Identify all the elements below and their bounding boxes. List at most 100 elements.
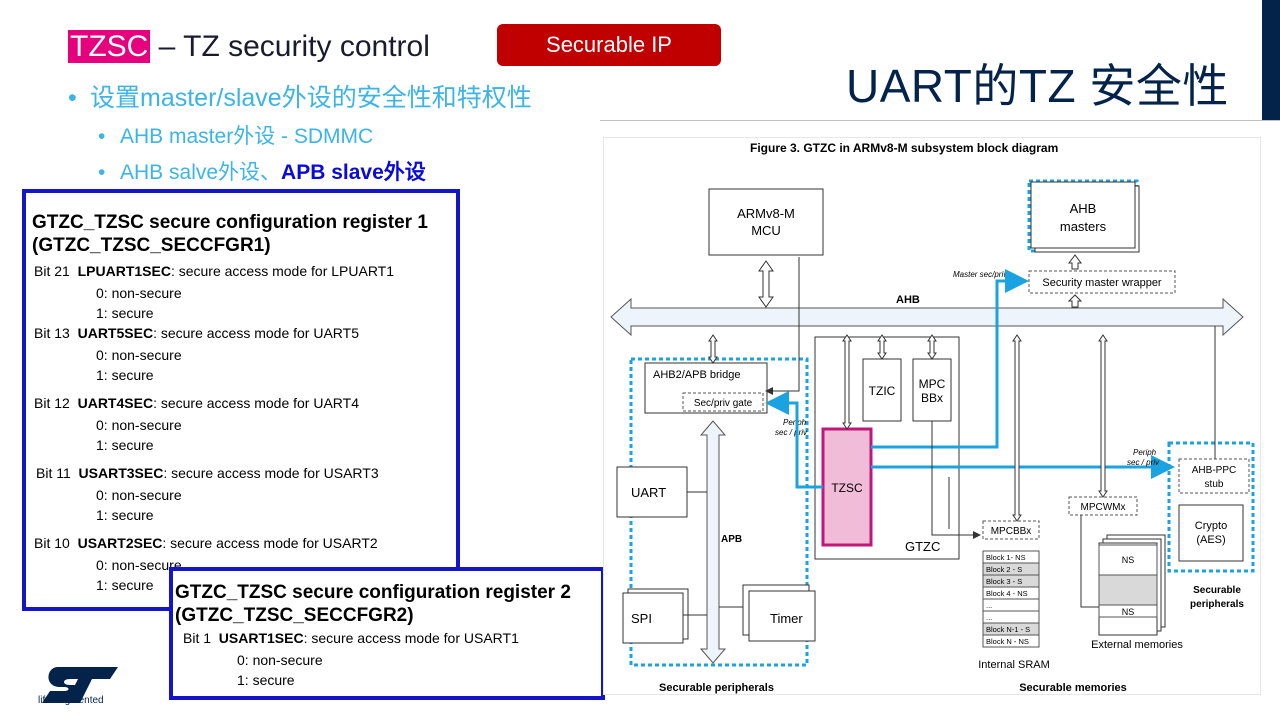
ahb-masters-label-2: masters: [1060, 219, 1107, 234]
mpcbb-box: [912, 358, 952, 422]
securable-peripherals-right-region: [1167, 441, 1255, 573]
wrapper-ahb-arrow: [1067, 294, 1083, 308]
register-1-value-1: 1: secure: [96, 437, 154, 453]
security-master-wrapper-label: Security master wrapper: [1042, 277, 1162, 289]
register-1-box: GTZC_TZSC secure configuration register …: [22, 189, 460, 611]
ahb-masters-label-1: AHB: [1070, 201, 1097, 216]
external-memories-label: External memories: [1091, 639, 1183, 651]
mpcbb-sram-link: [931, 421, 981, 539]
master-sec-priv-label: Master sec/priv: [953, 270, 1008, 279]
securable-peripherals-bottom-label: Securable peripherals: [659, 682, 774, 694]
mpcbbx-box: [982, 520, 1040, 540]
sram-block: [982, 634, 1040, 648]
sec-priv-gate-box: [682, 392, 764, 412]
uart-box: [616, 466, 688, 518]
tzic-label: TZIC: [869, 384, 896, 398]
register-2-box: GTZC_TZSC secure configuration register …: [169, 567, 605, 700]
internal-sram-blocks: Block 1- NS Block 2 - S Block 3 - S Block 4…: [982, 550, 1040, 648]
st-logo-icon: [42, 667, 118, 703]
sram-block-label: Block 3 - S: [986, 577, 1022, 586]
securable-peripherals-right-1: Securable: [1193, 585, 1241, 596]
register-2-title: GTZC_TZSC secure configuration register …: [175, 582, 571, 626]
register-1-value-1: 1: secure: [96, 577, 154, 593]
tzsc-bus-arrow: [842, 334, 852, 430]
mpcwm-bus-arrow: [1098, 334, 1108, 498]
tzsc-wrapper-arrow: [871, 269, 1029, 449]
register-2-bit-line: Bit 1 USART1SEC: secure access mode for …: [183, 630, 519, 646]
register-1-value-0: 0: non-secure: [96, 487, 182, 503]
register-1-bit-line: Bit 10 USART2SEC: secure access mode for…: [34, 535, 378, 551]
mcu-label-1: ARMv8-M: [737, 206, 795, 221]
register-1-bit-line: Bit 13 UART5SEC: secure access mode for …: [34, 325, 359, 341]
register-1-title: GTZC_TZSC secure configuration register …: [32, 212, 428, 256]
apb-bus: [699, 420, 727, 664]
masters-wrapper-arrow: [1068, 254, 1082, 270]
mpcbb-label-2: BBx: [921, 391, 943, 405]
sram-bus-arrow: [1012, 334, 1022, 522]
mpcwm-mem-link: [1080, 515, 1099, 608]
ext-mem-s: [1098, 574, 1158, 606]
ext-mem-ns-1: [1098, 544, 1158, 576]
ext-mem-ns-2-label: NS: [1122, 607, 1135, 617]
spi-box: [622, 592, 684, 644]
register-1-value-0: 0: non-secure: [96, 285, 182, 301]
register-1-bit-line: Bit 11 USART3SEC: secure access mode for…: [36, 465, 379, 481]
bridge-label: AHB2/APB bridge: [653, 369, 740, 381]
uart-label: UART: [631, 485, 666, 500]
securable-memories-label: Securable memories: [1019, 682, 1127, 694]
tzic-bus-arrow: [877, 334, 887, 360]
ahb-ppc-box: [1178, 458, 1250, 494]
bridge-bus-arrow: [708, 334, 718, 364]
internal-sram-label: Internal SRAM: [978, 659, 1050, 671]
ahb-bus: [610, 297, 1244, 337]
sram-block-label: Block N-1 - S: [986, 625, 1030, 634]
apb-label: APB: [721, 534, 742, 545]
register-2-value-0: 0: non-secure: [237, 652, 323, 668]
register-1-bit-line: Bit 12 UART4SEC: secure access mode for …: [34, 395, 359, 411]
securable-peripherals-right-2: peripherals: [1190, 599, 1244, 610]
tzsc-tag: TZSC: [68, 30, 151, 63]
periph-sec-priv-left-2: sec / priv: [775, 428, 808, 437]
spi-label: SPI: [631, 611, 652, 626]
timer-box: [748, 590, 816, 642]
sram-block-label: Block 4 - NS: [986, 589, 1028, 598]
crypto-box: [1178, 504, 1244, 562]
sec-priv-gate-label: Sec/priv gate: [694, 398, 753, 409]
periph-sec-priv-left-1: Periph: [783, 418, 807, 427]
mpcbb-label-1: MPC: [919, 377, 946, 391]
bullet-main: •设置master/slave外设的安全性和特权性: [68, 84, 532, 112]
register-1-value-1: 1: secure: [96, 507, 154, 523]
ext-mem-ns-2: [1098, 604, 1158, 618]
register-1-value-0: 0: non-secure: [96, 557, 182, 573]
ahb-ppc-label-2: stub: [1205, 479, 1224, 490]
logo-tagline: life.augmented: [38, 695, 104, 706]
crypto-label-2: (AES): [1196, 534, 1225, 546]
mcu-box: [708, 188, 824, 256]
ext-mem-ns-1-label: NS: [1122, 555, 1135, 565]
securable-ip-badge: Securable IP: [497, 24, 721, 66]
mpcbbx-label: MPCBBx: [991, 526, 1032, 537]
gtzc-block-diagram: Figure 3. GTZC in ARMv8-M subsystem bloc…: [603, 137, 1261, 695]
sram-block-label: Block 1- NS: [986, 553, 1026, 562]
register-1-value-0: 0: non-secure: [96, 347, 182, 363]
securable-peripherals-left-region: [629, 357, 809, 667]
security-master-wrapper-box: [1028, 270, 1176, 294]
edge-accent-bar: [1262, 0, 1280, 120]
periph-sec-priv-right-1: Periph: [1133, 448, 1157, 457]
register-1-bit-line: Bit 21 LPUART1SEC: secure access mode fo…: [34, 263, 395, 279]
slide-title: TZSC – TZ security control: [68, 30, 430, 64]
divider: [600, 120, 1280, 121]
mpcbb-bus-arrow: [927, 334, 937, 360]
register-1-value-0: 0: non-secure: [96, 417, 182, 433]
figure-caption: Figure 3. GTZC in ARMv8-M subsystem bloc…: [750, 141, 1058, 155]
tzic-box: [862, 358, 902, 422]
mcu-ahb-arrow: [758, 260, 774, 308]
register-1-value-1: 1: secure: [96, 367, 154, 383]
gtzc-label: GTZC: [905, 539, 940, 554]
bullet-sub-1: •AHB master外设 - SDMMC: [98, 125, 374, 148]
crypto-label-1: Crypto: [1195, 520, 1227, 532]
sram-block-label: ...: [986, 601, 992, 610]
sram-block-label: Block 2 - S: [986, 565, 1022, 574]
ahb-label: AHB: [896, 294, 920, 306]
tzsc-box: [821, 427, 873, 547]
